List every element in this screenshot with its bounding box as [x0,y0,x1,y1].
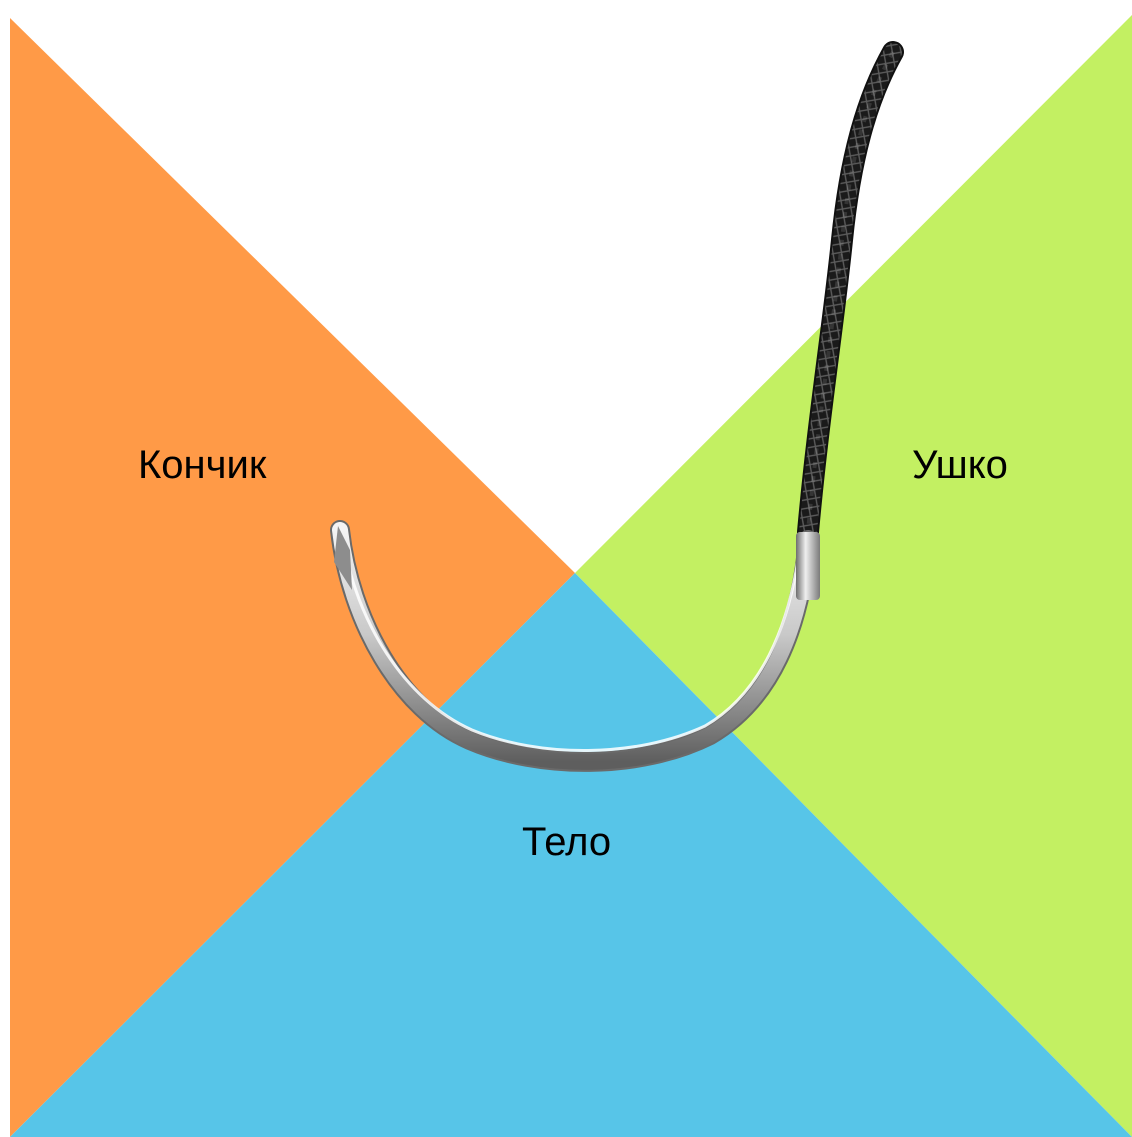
needle-swage [796,532,820,600]
tip-region [10,18,575,1137]
thread-icon [797,41,904,543]
eye-region [575,15,1132,1137]
tip-label: Кончик [138,443,267,487]
body-label: Тело [522,820,612,864]
needle-tip [334,526,352,590]
needle-icon [330,520,820,772]
body-region [10,573,1132,1137]
eye-label: Ушко [912,443,1008,487]
